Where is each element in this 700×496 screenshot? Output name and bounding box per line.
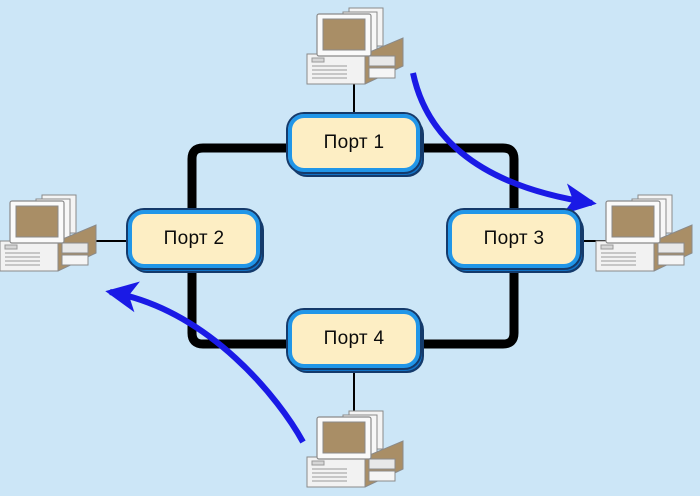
pc-drive-bay-lower bbox=[368, 470, 396, 482]
seg-p2-p4 bbox=[187, 263, 291, 349]
port-label-4: Порт 4 bbox=[323, 328, 385, 349]
pc-drive-bay-upper bbox=[368, 55, 396, 67]
pc-drive-bay-lower bbox=[368, 67, 396, 79]
ring-backbone bbox=[187, 143, 519, 349]
computer-icons bbox=[0, 7, 693, 488]
arrow-top-to-right bbox=[410, 72, 597, 215]
pc-case-vents bbox=[601, 252, 636, 266]
port-box-2[interactable]: Порт 2 bbox=[126, 208, 262, 270]
port-label-1: Порт 1 bbox=[323, 132, 385, 153]
pc-monitor bbox=[316, 13, 372, 57]
pc-case-badge bbox=[4, 244, 18, 250]
pc-screen bbox=[322, 421, 366, 454]
seg-p1-p3 bbox=[417, 143, 519, 217]
pc-screen bbox=[15, 205, 59, 238]
pc-drive-bay-upper bbox=[61, 242, 89, 254]
pc-monitor bbox=[9, 200, 65, 244]
pc-case-badge bbox=[311, 460, 325, 466]
computer-bottom bbox=[306, 410, 404, 488]
pc-case-vents bbox=[5, 252, 40, 266]
seg-p3-p4 bbox=[417, 263, 519, 349]
arrow-bottom-to-left bbox=[105, 281, 306, 444]
computer-top bbox=[306, 7, 404, 85]
port-box-4[interactable]: Порт 4 bbox=[286, 308, 422, 370]
pc-case-badge bbox=[600, 244, 614, 250]
pc-screen bbox=[322, 18, 366, 51]
pc-monitor bbox=[316, 416, 372, 460]
pc-case-badge bbox=[311, 57, 325, 63]
pc-case-vents bbox=[312, 65, 347, 79]
port-label-3: Порт 3 bbox=[483, 228, 545, 249]
computer-right bbox=[595, 194, 693, 272]
pc-monitor bbox=[605, 200, 661, 244]
port-box-1[interactable]: Порт 1 bbox=[286, 112, 422, 174]
pc-case-vents bbox=[312, 468, 347, 482]
pc-drive-bay-upper bbox=[368, 458, 396, 470]
computer-left bbox=[0, 194, 97, 272]
pc-drive-bay-lower bbox=[657, 254, 685, 266]
port-box-3[interactable]: Порт 3 bbox=[446, 208, 582, 270]
pc-drive-bay-lower bbox=[61, 254, 89, 266]
pc-screen bbox=[611, 205, 655, 238]
flow-arrows bbox=[105, 72, 597, 444]
pc-drive-bay-upper bbox=[657, 242, 685, 254]
seg-p1-p2 bbox=[187, 143, 291, 217]
port-label-2: Порт 2 bbox=[163, 228, 225, 249]
